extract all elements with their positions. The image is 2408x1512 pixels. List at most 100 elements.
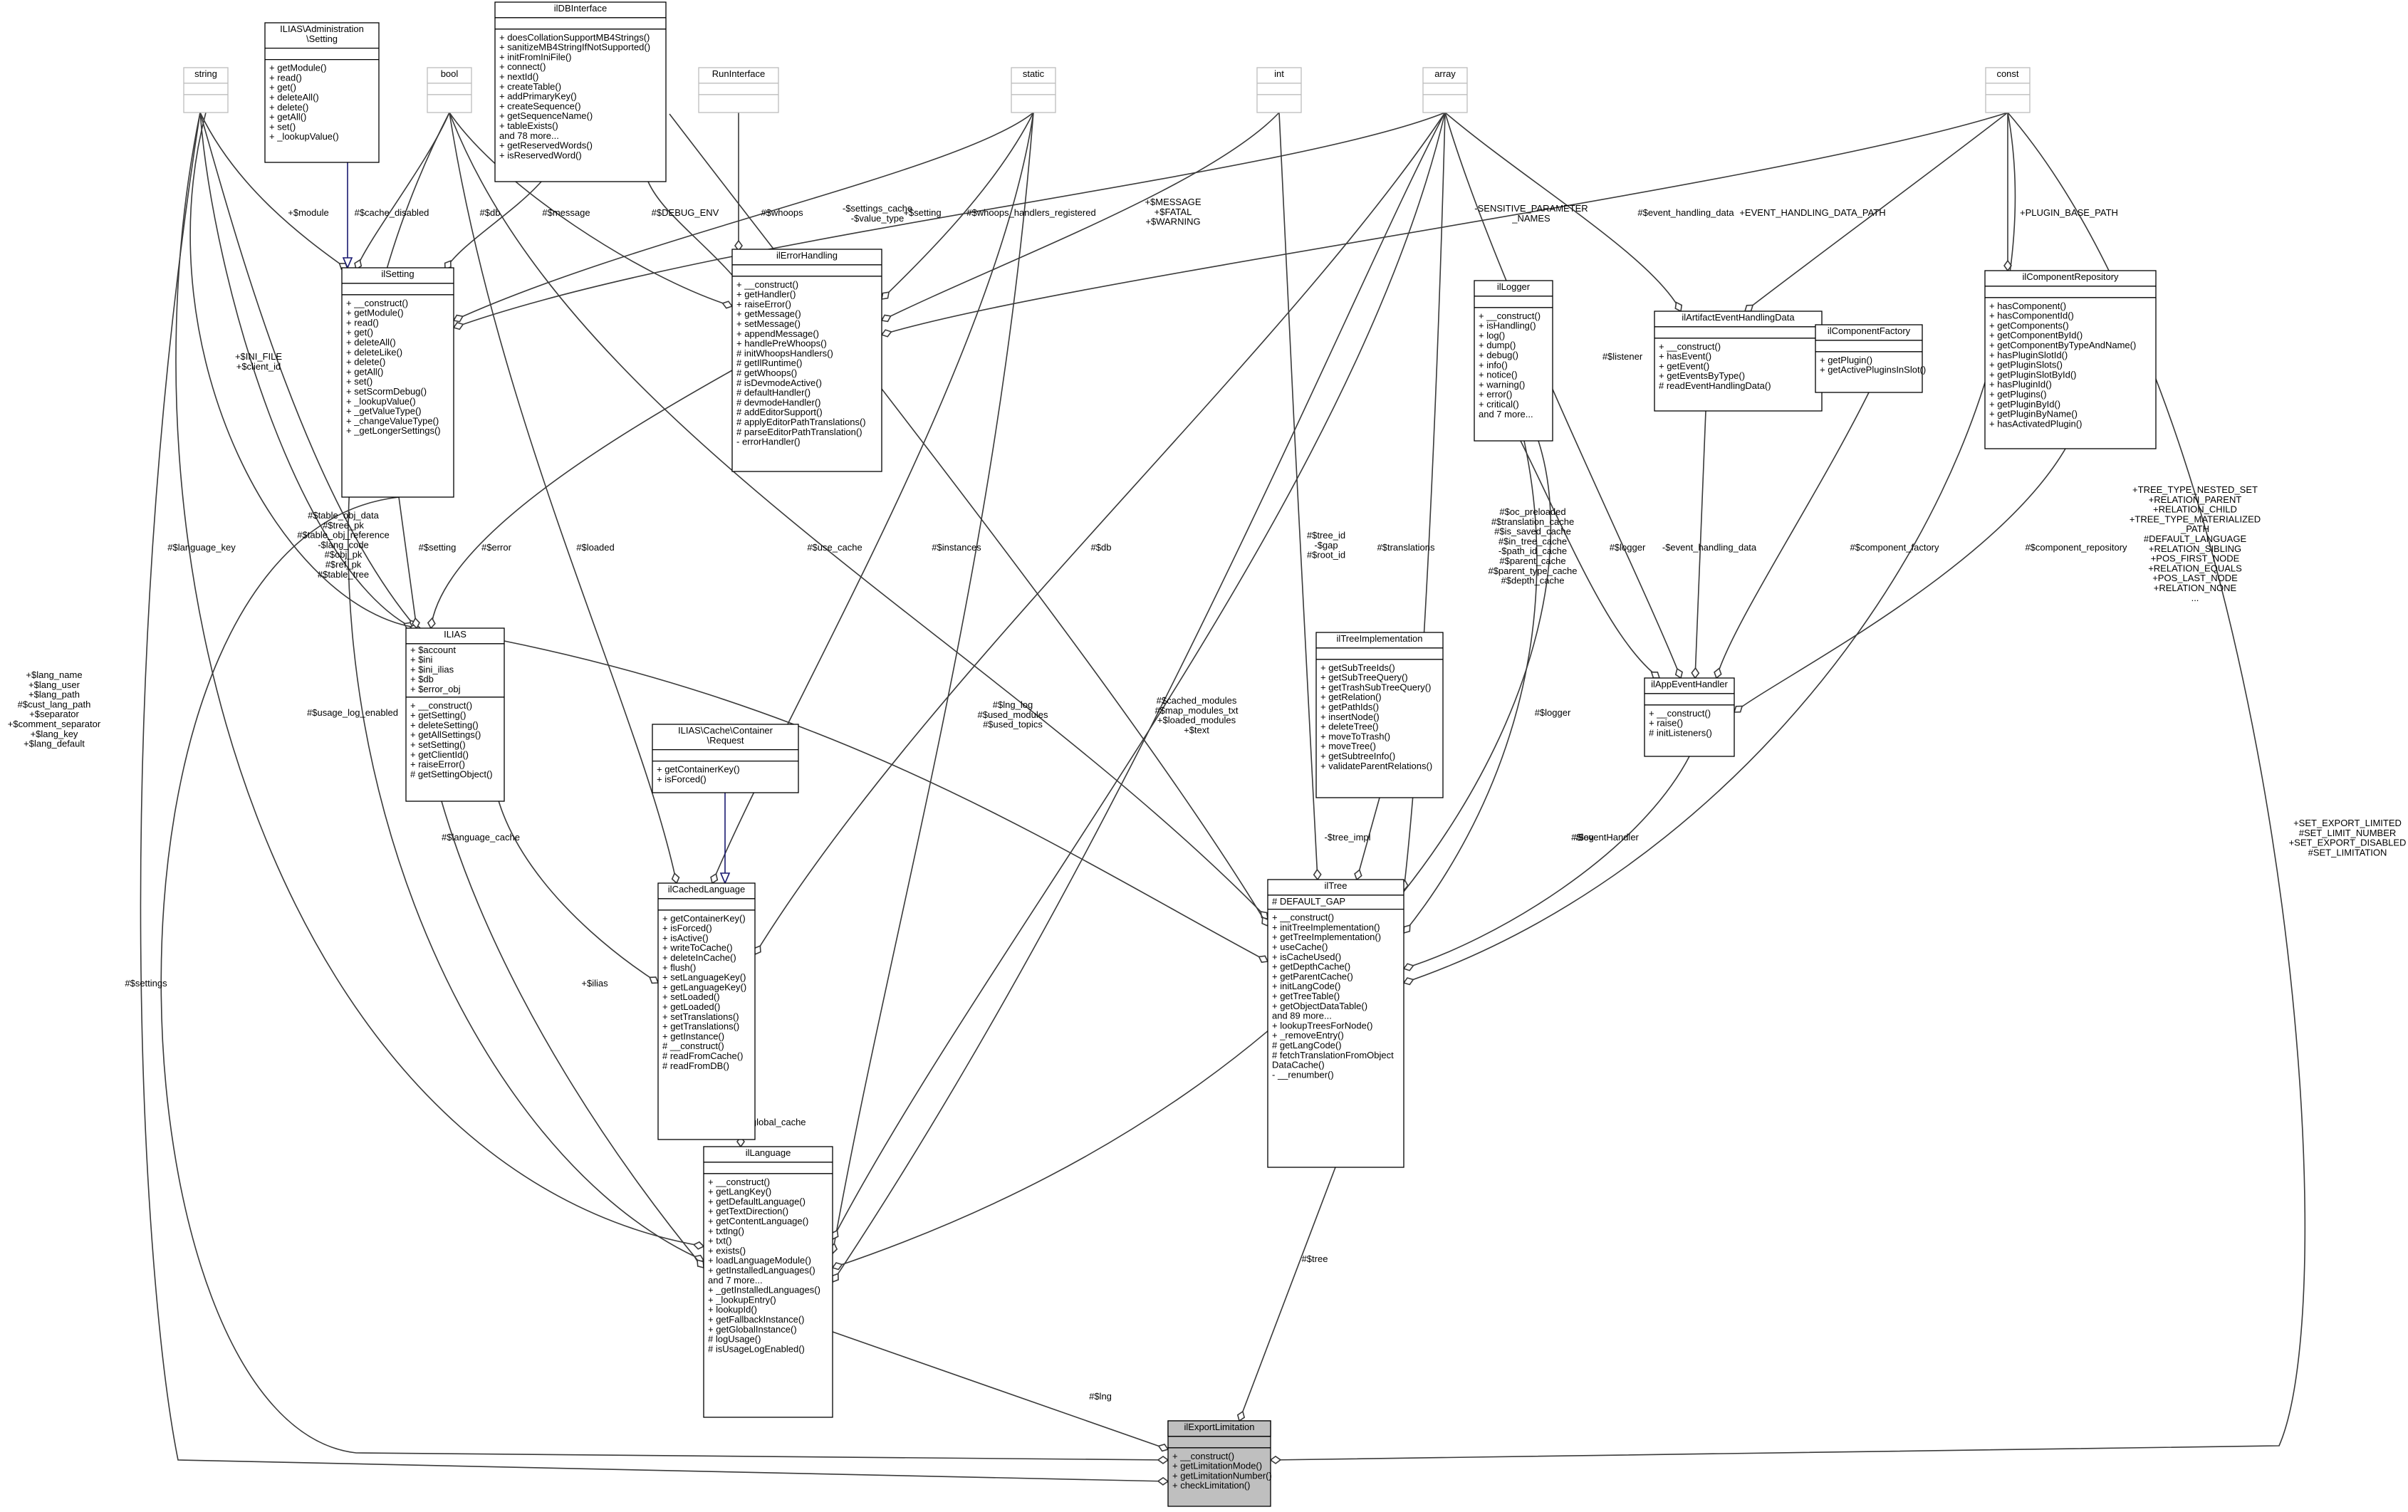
edge-settings-cache: [453, 112, 1034, 321]
edge-logger-app: [1520, 440, 1660, 679]
aggregation-diamond: [649, 976, 660, 984]
class-method: # initWhoopsHandlers(): [736, 348, 833, 358]
edge-setting: [398, 496, 417, 629]
edge-label: -$settings_cache-$value_type: [843, 203, 912, 224]
class-method: + validateParentRelations(): [1320, 761, 1432, 771]
edge-label: +PLUGIN_BASE_PATH: [2020, 207, 2118, 218]
class-method: - errorHandler(): [736, 437, 801, 447]
class-method: + setTranslations(): [662, 1011, 739, 1022]
edge-label: #$eventHandler: [1573, 832, 1639, 843]
class-ilsetting[interactable]: ilSetting+ __construct()+ getModule()+ r…: [341, 267, 454, 498]
class-ilexportlim[interactable]: ilExportLimitation+ __construct()+ getLi…: [1167, 1420, 1272, 1507]
edge-label: #$lng: [1089, 1391, 1112, 1402]
class-method: + doesCollationSupportMB4Strings(): [499, 32, 650, 43]
class-iltree[interactable]: ilTree# DEFAULT_GAP+ __construct()+ init…: [1267, 879, 1404, 1168]
class-method: + flush(): [662, 962, 696, 973]
edge-listener: [1444, 112, 1682, 679]
class-admin-setting[interactable]: ILIAS\Administration\Setting+ getModule(…: [264, 22, 380, 163]
class-method: + isCacheUsed(): [1272, 951, 1341, 962]
class-method: + lookupId(): [708, 1304, 757, 1315]
edge-label: #$db: [480, 207, 501, 218]
class-method: + getComponents(): [1989, 320, 2069, 330]
class-method: # isUsageLogEnabled(): [708, 1343, 805, 1354]
class-method: + getEventsByType(): [1659, 370, 1745, 381]
class-name: array: [1434, 68, 1456, 79]
class-ilcachedlang[interactable]: ilCachedLanguage+ getContainerKey()+ isF…: [657, 882, 756, 1140]
class-method: + delete(): [269, 102, 308, 113]
class-ilcomprepo[interactable]: ilComponentRepository+ hasComponent()+ h…: [1984, 270, 2157, 449]
class-method: + getTextDirection(): [708, 1206, 788, 1216]
class-method: + getLanguageKey(): [662, 981, 746, 992]
class-name: ilExportLimitation: [1184, 1422, 1255, 1432]
class-name: ilAppEventHandler: [1651, 679, 1728, 689]
class-cachereq[interactable]: ILIAS\Cache\Container\Request+ getContai…: [652, 724, 799, 793]
edge-label: #$logger: [1610, 542, 1646, 553]
class-method: + _lookupValue(): [269, 131, 339, 142]
edge-lng: [832, 1331, 1169, 1450]
class-nodes: string ILIAS\Administration\Setting+ getM…: [183, 1, 2157, 1507]
edge-label: #$message: [542, 207, 590, 218]
class-const[interactable]: const: [1985, 67, 2031, 113]
class-static[interactable]: static: [1011, 67, 1056, 113]
edge-label: +$INI_FILE+$client_id: [235, 351, 282, 372]
class-array[interactable]: array: [1422, 67, 1468, 113]
class-ildbinterface[interactable]: ilDBInterface+ doesCollationSupportMB4St…: [494, 1, 667, 182]
class-method: + warning(): [1479, 379, 1525, 390]
class-ilartifact[interactable]: ilArtifactEventHandlingData+ __construct…: [1654, 311, 1823, 412]
class-method: + createSequence(): [499, 100, 581, 111]
class-int[interactable]: int: [1256, 67, 1302, 113]
class-method: + isForced(): [662, 923, 712, 934]
class-name: string: [194, 68, 217, 79]
class-method: + exists(): [708, 1245, 746, 1256]
aggregation-diamond: [412, 617, 420, 630]
class-string[interactable]: string: [183, 67, 229, 113]
class-method: + hasComponentId(): [1989, 311, 2074, 321]
class-ilerrorhandling[interactable]: ilErrorHandling+ __construct()+ getHandl…: [731, 249, 882, 472]
class-ilcompfactory[interactable]: ilComponentFactory+ getPlugin()+ getActi…: [1815, 324, 1926, 393]
class-method: + initTreeImplementation(): [1272, 922, 1380, 932]
class-name: \Request: [707, 735, 744, 746]
edge-logger-tree: [1403, 440, 1538, 934]
class-method: + checkLimitation(): [1172, 1480, 1250, 1491]
edge-lang-name: [175, 112, 704, 1247]
class-method: + setLanguageKey(): [662, 972, 746, 983]
aggregation-diamond: [1714, 667, 1722, 679]
aggregation-diamond: [354, 259, 363, 271]
class-method: + __construct(): [346, 298, 408, 308]
class-method: + addPrimaryKey(): [499, 91, 577, 102]
class-method: and 7 more...: [1479, 409, 1533, 419]
class-method: + getSubTreeQuery(): [1320, 672, 1408, 683]
edge-comp-repo: [1734, 448, 2066, 713]
class-method: + notice(): [1479, 370, 1518, 380]
class-method: + set(): [346, 376, 372, 387]
class-method: + _lookupValue(): [346, 396, 416, 407]
aggregation-diamond: [1258, 955, 1269, 963]
edge-whoops-reg: [881, 112, 1034, 300]
class-method: + info(): [1479, 360, 1508, 370]
edge-label: #$setting: [419, 542, 457, 553]
class-attribute: + $ini: [410, 655, 433, 665]
aggregation-diamond: [831, 1262, 843, 1271]
aggregation-diamond: [1354, 869, 1362, 881]
class-method: + getComponentByTypeAndName(): [1989, 340, 2136, 350]
class-method: + getComponentById(): [1989, 330, 2083, 340]
class-method: # devmodeHandler(): [736, 397, 821, 407]
edge-tree: [1239, 1167, 1336, 1422]
class-method: + getReservedWords(): [499, 140, 593, 151]
class-method: + read(): [346, 317, 379, 328]
class-iltreeimpl[interactable]: ilTreeImplementation+ getSubTreeIds()+ g…: [1315, 632, 1444, 798]
class-method: DataCache(): [1272, 1060, 1325, 1070]
class-ilappevent[interactable]: ilAppEventHandler+ __construct()+ raise(…: [1644, 677, 1735, 757]
class-method: + debug(): [1479, 350, 1518, 360]
class-method: + setMessage(): [736, 318, 801, 329]
class-method: + connect(): [499, 61, 546, 72]
aggregation-diamond: [1157, 1476, 1169, 1486]
class-ilias[interactable]: ILIAS+ $account+ $ini+ $ini_ilias+ $db+ …: [405, 627, 505, 802]
class-illogger[interactable]: ilLogger+ __construct()+ isHandling()+ l…: [1474, 280, 1553, 442]
class-method: + getObjectDataTable(): [1272, 1001, 1367, 1011]
class-bool[interactable]: bool: [427, 67, 472, 113]
class-method: # getIlRuntime(): [736, 358, 802, 368]
edge-message: [449, 112, 733, 307]
class-illanguage[interactable]: ilLanguage+ __construct()+ getLangKey()+…: [703, 1146, 833, 1418]
class-runinterface[interactable]: RunInterface: [698, 67, 779, 113]
